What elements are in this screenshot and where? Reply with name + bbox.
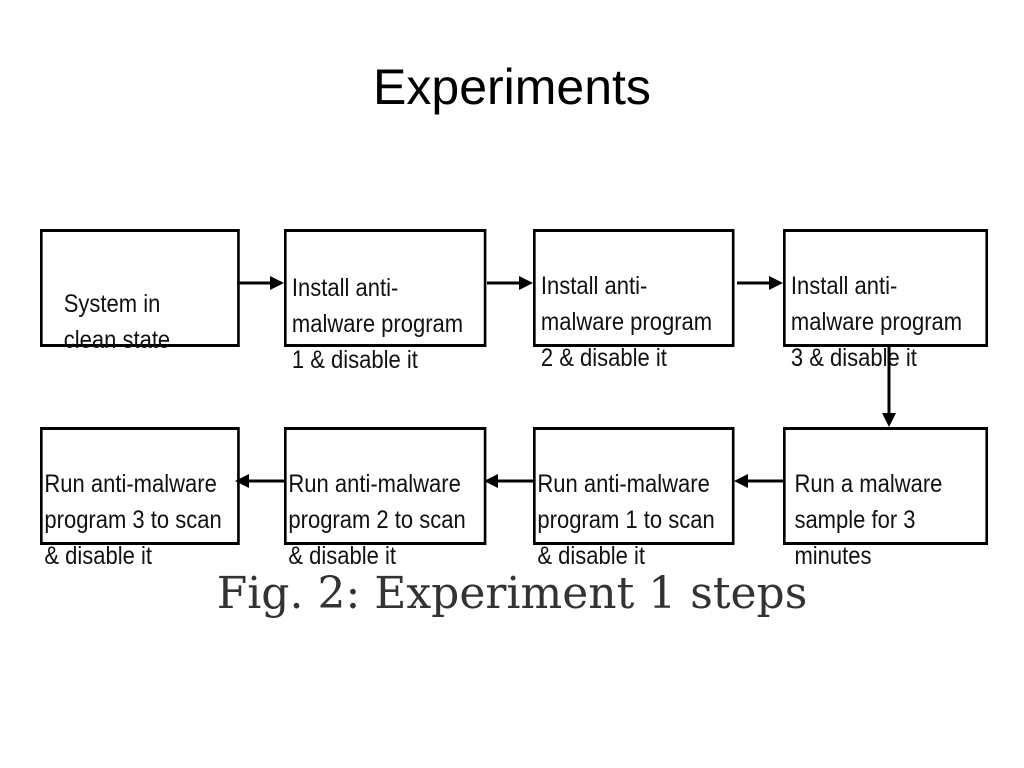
step-4-label: Install anti- malware program 3 & disabl… — [790, 272, 963, 372]
step-5-label: Run a malware sample for 3 minutes — [794, 470, 943, 570]
step-1-label: System in clean state — [63, 290, 171, 354]
arrowhead-step6 — [734, 474, 748, 488]
step-7-box: Run anti-malware program 2 to scan & dis… — [284, 427, 487, 570]
step-2-label: Install anti- malware program 1 & disabl… — [291, 274, 464, 374]
step-8-box: Run anti-malware program 3 to scan & dis… — [40, 427, 240, 570]
arrowhead-step4 — [769, 276, 783, 290]
step-4-box: Install anti- malware program 3 & disabl… — [783, 229, 989, 372]
slide-title: Experiments — [373, 59, 651, 115]
step-2-box: Install anti- malware program 1 & disabl… — [284, 229, 487, 374]
step-7-label: Run anti-malware program 2 to scan & dis… — [288, 470, 466, 570]
step-6-box: Run anti-malware program 1 to scan & dis… — [533, 427, 735, 570]
step-1-box: System in clean state — [40, 229, 240, 354]
step-6-label: Run anti-malware program 1 to scan & dis… — [537, 470, 715, 570]
figure-caption: Fig. 2: Experiment 1 steps — [216, 568, 808, 619]
arrowhead-step5 — [882, 413, 896, 427]
step-3-label: Install anti- malware program 2 & disabl… — [540, 272, 713, 372]
arrowhead-step3 — [519, 276, 533, 290]
arrowhead-step2 — [270, 276, 284, 290]
step-5-box: Run a malware sample for 3 minutes — [783, 427, 989, 570]
step-8-label: Run anti-malware program 3 to scan & dis… — [44, 470, 222, 570]
step-3-box: Install anti- malware program 2 & disabl… — [533, 229, 735, 372]
